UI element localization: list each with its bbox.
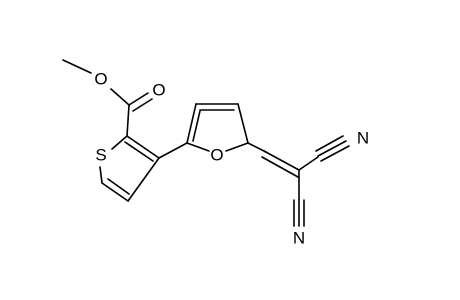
bond-furan-vinyl: [247, 142, 267, 153]
atom-label-n-upper: N: [357, 129, 369, 148]
bond-methyl-o: [62, 59, 92, 74]
bond-thio-c2-s: [111, 135, 128, 150]
bond-thio-c4-c3: [127, 157, 160, 202]
bond-cn-upper-triple-c: [320, 145, 350, 162]
atom-label-o-carbonyl: O: [152, 81, 165, 100]
bond-vinyl-double-b: [261, 156, 299, 178]
atom-label-n-lower: N: [293, 229, 305, 248]
bond-cn-upper-single: [298, 156, 319, 171]
bond-thiophene-furan: [158, 142, 188, 159]
bond-cn-upper-triple-a: [317, 140, 347, 157]
atom-label-o-furan: O: [210, 146, 223, 165]
bond-thio-c5-c4-a: [101, 182, 129, 202]
atom-label-o-ester: O: [94, 70, 107, 89]
bond-thio-c3-c2-b: [124, 141, 154, 162]
bond-furan-c2-c3-inner: [192, 110, 201, 142]
bond-furan-c2-c3: [186, 103, 197, 144]
bond-thio-s-c5: [99, 166, 103, 184]
atom-label-s-thiophene: S: [95, 146, 106, 165]
bond-c-o-double-a: [128, 92, 149, 106]
bond-furan-o-c2: [186, 142, 210, 152]
bond-c-o-double-b: [132, 98, 153, 112]
bond-furan-c4-c5: [237, 103, 249, 144]
bond-thio-c3-c2-a: [126, 135, 160, 159]
bond-o-carbonyl-c: [110, 88, 130, 106]
bond-cn-upper-triple-b: [315, 135, 344, 152]
bond-furan-c5-o: [225, 142, 249, 152]
bond-carbonyl-thiophene: [126, 104, 130, 137]
bond-thio-c5-c4-b: [107, 178, 130, 195]
bond-vinyl-double-a: [263, 150, 300, 171]
